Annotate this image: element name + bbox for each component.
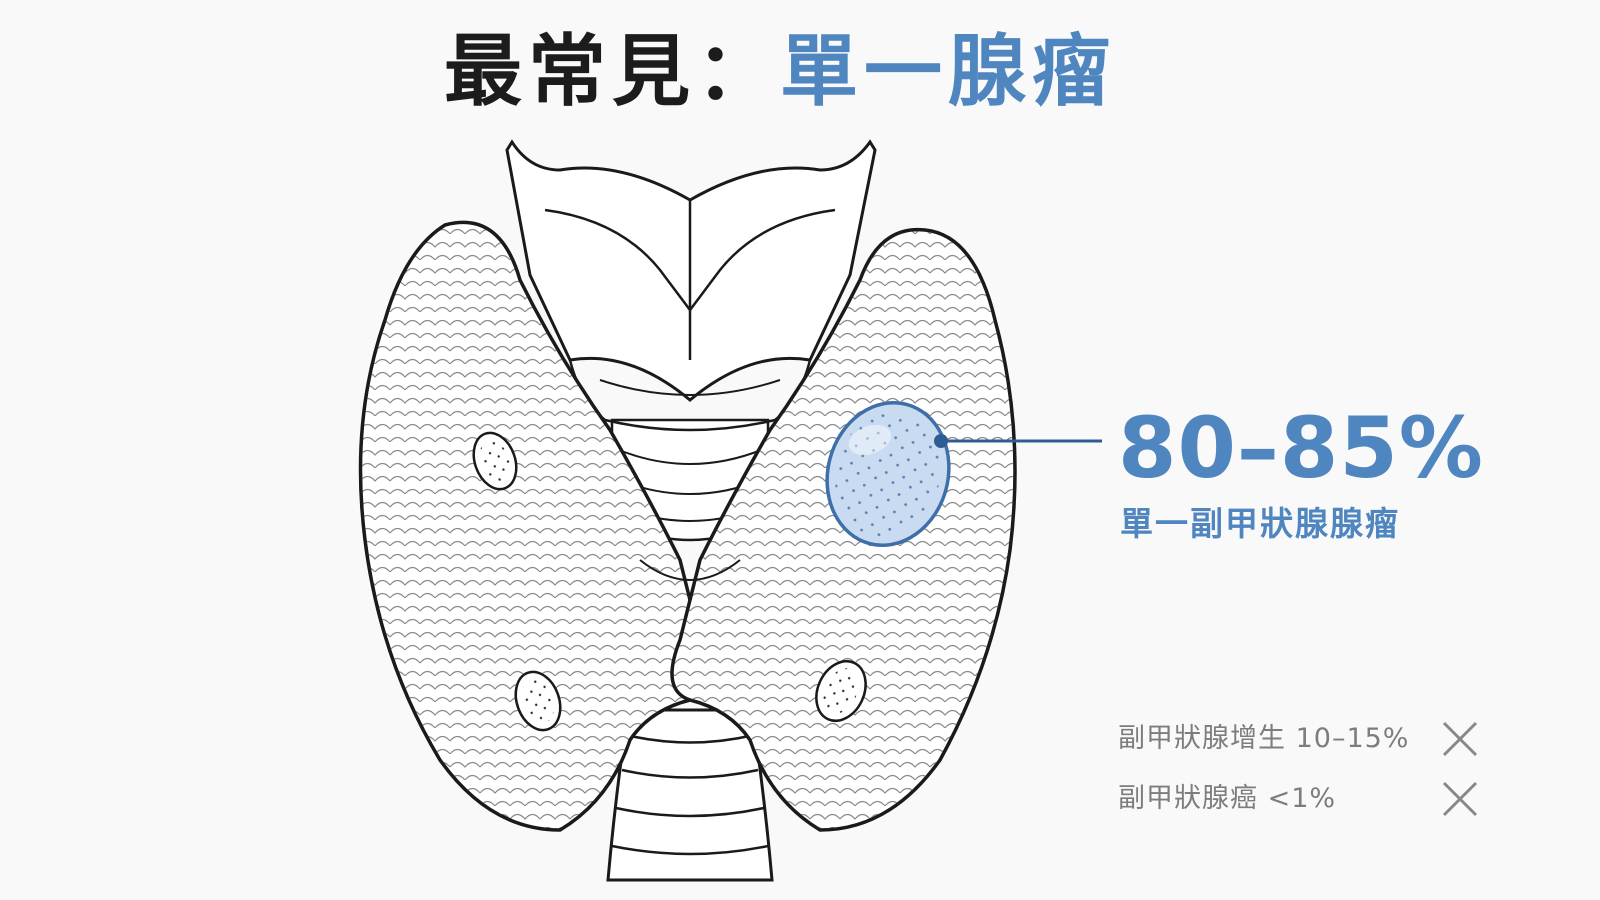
thyroid-cartilage (505, 139, 877, 432)
other-cause-label: 副甲狀腺癌 <1% (1118, 783, 1337, 814)
left-thyroid-lobe (358, 220, 710, 832)
parathyroid-right-lower (815, 660, 867, 722)
x-icon (1442, 721, 1478, 757)
adenoma (825, 400, 951, 548)
parathyroid-left-lower (514, 670, 562, 732)
other-cause-carcinoma: 副甲狀腺癌 <1% (1118, 774, 1488, 824)
isthmus (639, 559, 741, 581)
other-cause-hyperplasia: 副甲狀腺增生 10–15% (1118, 714, 1488, 764)
parathyroid-left-upper (472, 431, 518, 491)
other-cause-label: 副甲狀腺增生 10–15% (1118, 723, 1410, 754)
adenoma-percentage: 80–85% (1118, 399, 1484, 497)
title-highlight: 單一腺瘤 (780, 27, 1117, 117)
callout-line (934, 434, 1102, 448)
x-icon (1442, 781, 1478, 817)
adenoma-label: 單一副甲狀腺腺瘤 (1120, 504, 1400, 543)
page-title: 最常見：單一腺瘤 (0, 22, 1560, 122)
title-prefix: 最常見： (443, 27, 780, 117)
